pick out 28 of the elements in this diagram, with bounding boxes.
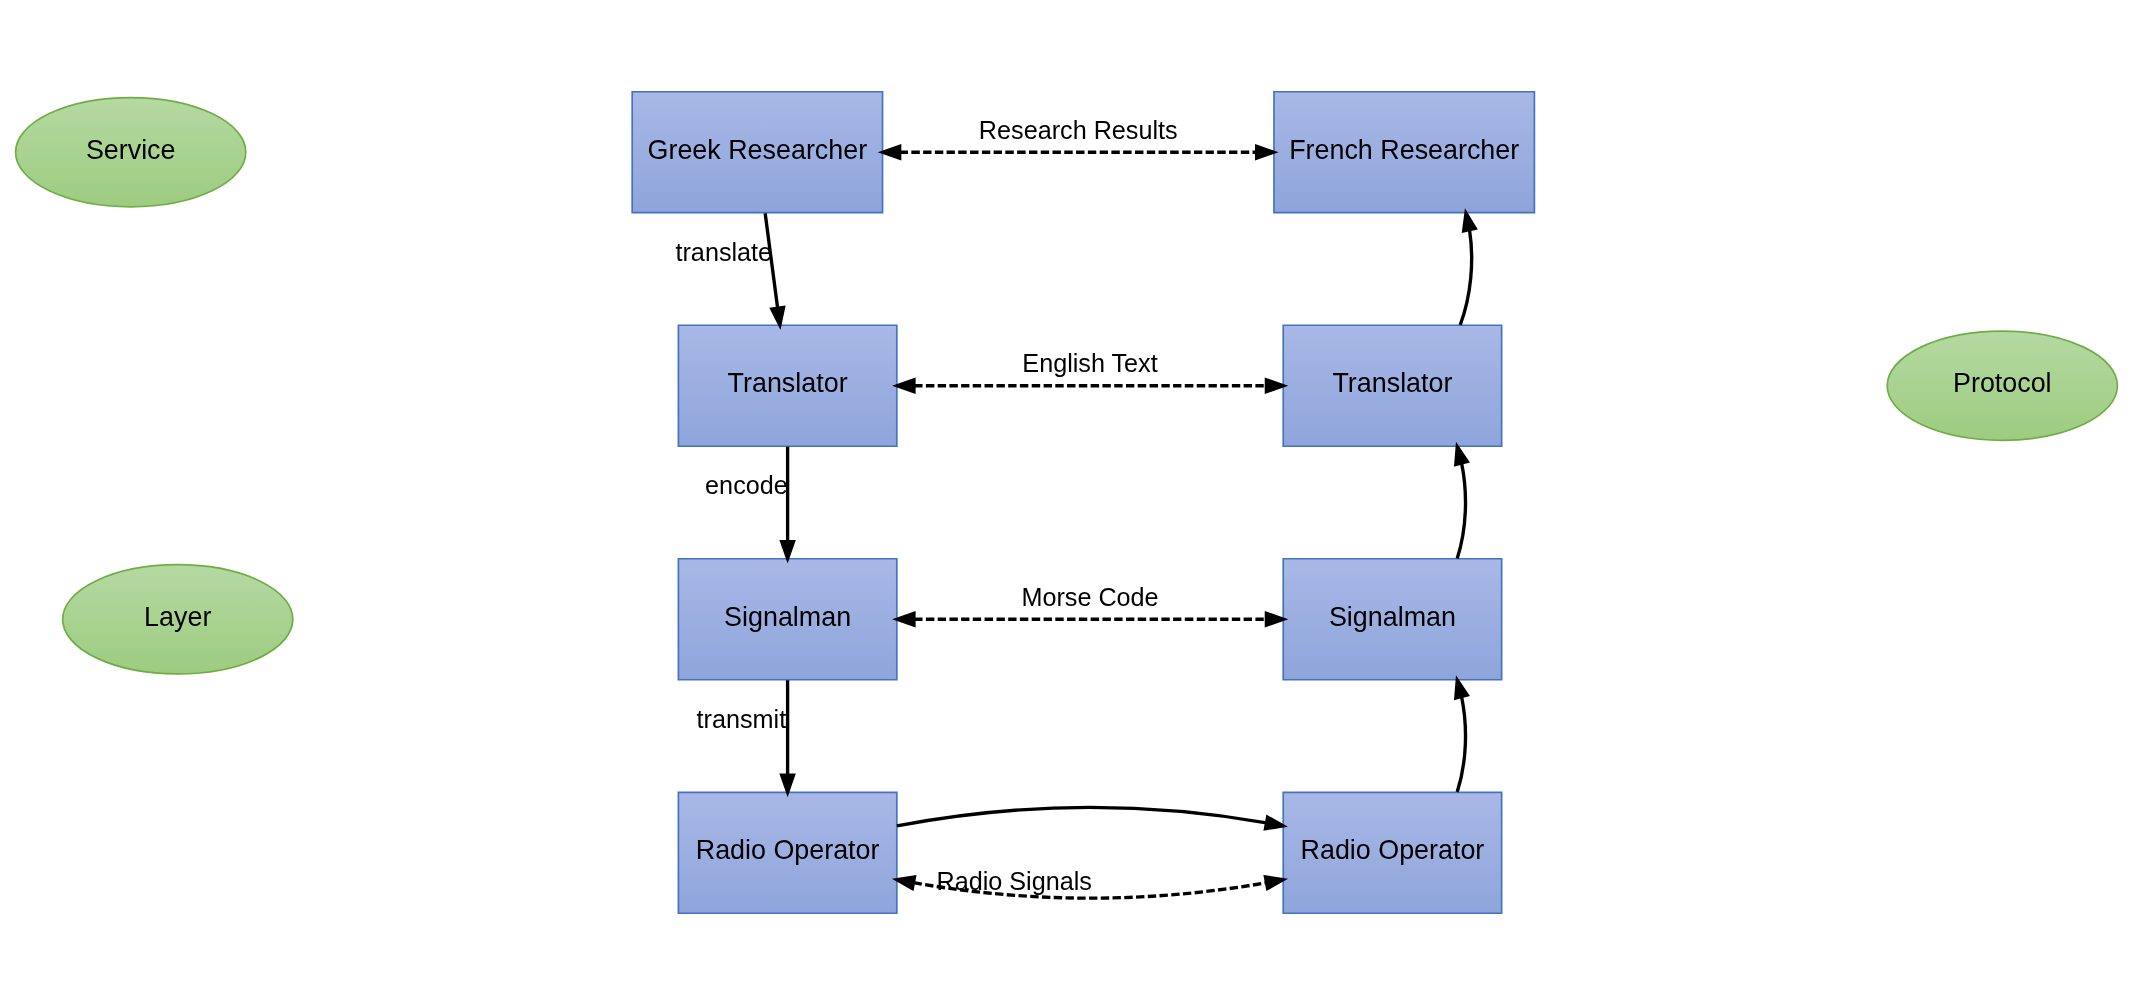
arrow	[891, 874, 1289, 900]
node-ellipse: Protocol	[1886, 329, 2119, 441]
node-ellipse: Layer	[61, 563, 294, 675]
node-box: Radio Operator	[1282, 790, 1503, 914]
edge-label: encode	[705, 470, 788, 499]
edge-label: English Text	[1022, 348, 1158, 377]
arrow	[779, 679, 796, 797]
edge-label: transmit	[696, 704, 787, 733]
arrow	[877, 143, 1279, 160]
node-box: Signalman	[1282, 557, 1503, 681]
node-box: Greek Researcher	[631, 90, 884, 214]
edge-label: Morse Code	[1021, 582, 1159, 611]
node-box: Translator	[677, 323, 898, 447]
arrow	[763, 212, 786, 330]
arrow	[896, 805, 1289, 831]
arrow	[892, 377, 1289, 394]
node-ellipse: Service	[14, 96, 247, 208]
arrow	[779, 446, 796, 564]
edge-label: Radio Signals	[936, 866, 1092, 895]
arrow	[892, 610, 1289, 627]
node-box: Radio Operator	[677, 790, 898, 914]
node-box: Signalman	[677, 557, 898, 681]
node-box: Translator	[1282, 323, 1503, 447]
arrow	[1453, 441, 1470, 559]
arrow	[1458, 207, 1478, 326]
node-box: French Researcher	[1273, 90, 1536, 214]
arrow	[1453, 674, 1470, 793]
edge-label: Research Results	[978, 115, 1178, 144]
